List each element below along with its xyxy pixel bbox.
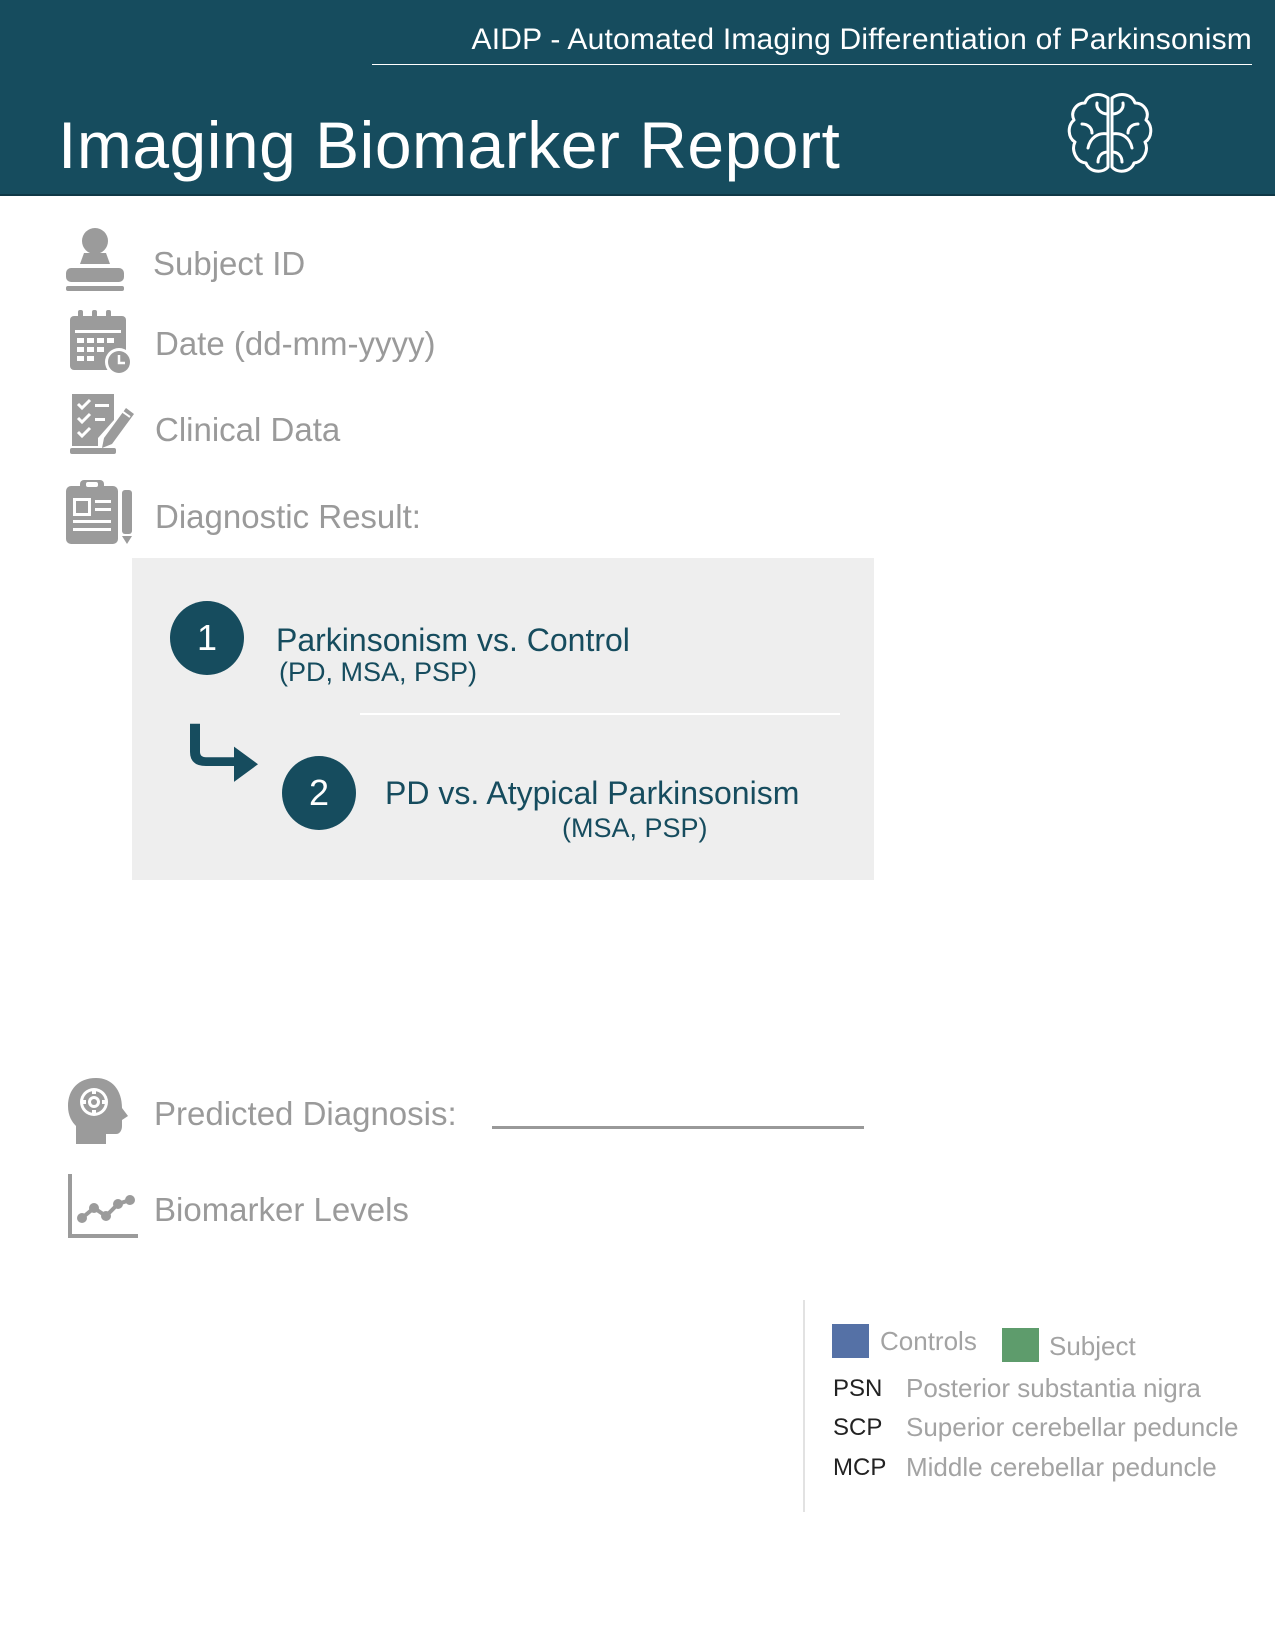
step-2-title: PD vs. Atypical Parkinsonism bbox=[385, 775, 800, 811]
clipboard-report-icon bbox=[66, 480, 132, 544]
report-header: AIDP - Automated Imaging Differentiation… bbox=[0, 0, 1275, 196]
controls-swatch bbox=[832, 1324, 869, 1358]
diagnostic-steps-panel bbox=[132, 558, 874, 880]
legend-divider bbox=[803, 1300, 805, 1512]
step-2-subtitle: (MSA, PSP) bbox=[562, 813, 708, 843]
biomarker-levels-label: Biomarker Levels bbox=[154, 1191, 409, 1228]
step-divider bbox=[360, 713, 840, 715]
abbr-mcp: MCP bbox=[833, 1454, 887, 1481]
date-label: Date (dd-mm-yyyy) bbox=[155, 325, 436, 362]
abbr-psn-meaning: Posterior substantia nigra bbox=[906, 1373, 1201, 1403]
step-1-badge: 1 bbox=[170, 601, 244, 675]
head-gear-icon bbox=[68, 1078, 128, 1144]
report-title: Imaging Biomarker Report bbox=[58, 108, 841, 182]
abbr-mcp-meaning: Middle cerebellar peduncle bbox=[906, 1452, 1217, 1482]
subject-legend-label: Subject bbox=[1049, 1331, 1136, 1361]
header-subtitle: AIDP - Automated Imaging Differentiation… bbox=[372, 18, 1252, 65]
abbr-scp: SCP bbox=[833, 1414, 883, 1441]
step-1-subtitle: (PD, MSA, PSP) bbox=[279, 657, 478, 687]
step-1-title: Parkinsonism vs. Control bbox=[276, 622, 630, 658]
arrow-down-right-icon bbox=[190, 723, 258, 782]
predicted-diagnosis-blank bbox=[492, 1126, 864, 1129]
subject-id-label: Subject ID bbox=[153, 245, 306, 282]
calendar-icon bbox=[70, 310, 133, 376]
controls-legend-label: Controls bbox=[880, 1326, 977, 1356]
user-icon bbox=[66, 228, 124, 291]
line-chart-icon bbox=[68, 1174, 138, 1238]
step-2-badge: 2 bbox=[282, 756, 356, 830]
clipboard-edit-icon bbox=[70, 394, 134, 454]
abbr-psn: PSN bbox=[833, 1375, 883, 1402]
diagnostic-result-label: Diagnostic Result: bbox=[155, 498, 421, 535]
predicted-diagnosis-label: Predicted Diagnosis: bbox=[154, 1095, 457, 1132]
abbr-scp-meaning: Superior cerebellar peduncle bbox=[906, 1412, 1239, 1442]
clinical-data-label: Clinical Data bbox=[155, 411, 341, 448]
brain-icon bbox=[1067, 93, 1153, 173]
subject-swatch bbox=[1002, 1328, 1039, 1362]
